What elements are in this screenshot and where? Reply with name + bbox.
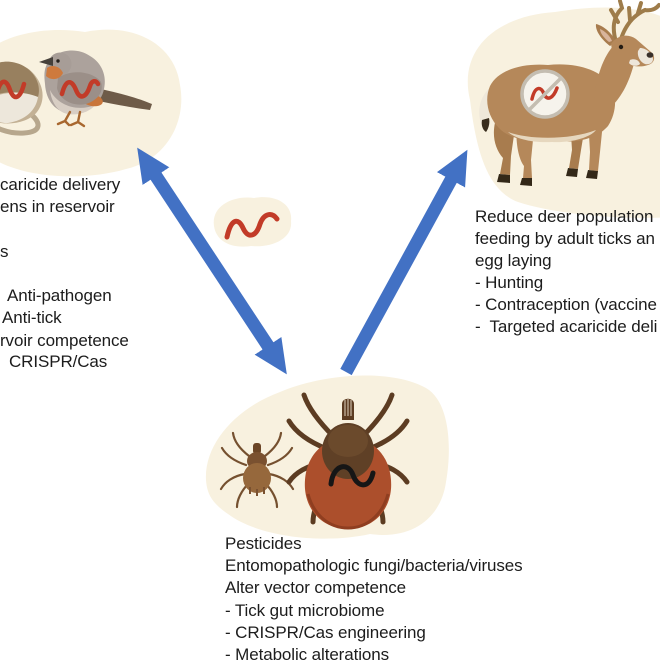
bird-legs <box>56 110 86 128</box>
bird-throat-patch <box>46 65 63 80</box>
reservoir-text-line: CRISPR/Cas <box>9 352 108 371</box>
tick-text-line: - CRISPR/Cas engineering <box>225 623 426 642</box>
bird-belly <box>50 90 95 115</box>
deer-tail-tip <box>481 118 490 132</box>
mouse-belly <box>0 92 38 124</box>
reservoir-text-line: s <box>0 242 9 261</box>
free-pathogen-squiggle-icon <box>224 212 280 240</box>
tick-text-line: Pesticides <box>225 534 302 553</box>
deer-hoof <box>520 178 532 186</box>
tick-adult-illustration <box>286 392 410 530</box>
deer-text-line: - Targeted acaricide deli <box>475 317 658 336</box>
deer-belly <box>508 130 596 143</box>
deer-antlers <box>609 0 660 44</box>
deer-hoof <box>566 168 578 177</box>
deer-hoof <box>586 170 598 179</box>
adult-tick-mouthparts <box>344 398 352 416</box>
reservoir-text-line: Anti-tick <box>2 308 62 327</box>
deer-text-line: - Contraception (vaccine <box>475 295 657 314</box>
deer-ear-inner <box>600 29 612 42</box>
pathogen-blob <box>213 197 292 247</box>
adult-tick-scutum-highlight <box>328 425 368 457</box>
deer-text-line: - Hunting <box>475 273 544 292</box>
deer-text-line: feeding by adult ticks an <box>475 229 655 248</box>
reservoir-text-line: rvoir competence <box>0 331 129 350</box>
mouse-illustration <box>0 61 43 136</box>
reservoir-text-line: ens in reservoir <box>0 197 115 216</box>
deer-illustration <box>479 0 660 186</box>
adult-tick-abdomen-rim <box>306 493 390 530</box>
bird-pathogen-squiggle-icon <box>59 79 101 99</box>
deer-text-line: egg laying <box>475 251 552 270</box>
reservoir-text-line: Anti-pathogen <box>7 286 112 305</box>
deer-text-line: Reduce deer population <box>475 207 654 226</box>
mouse-tail <box>0 109 41 136</box>
arrow-reservoir-tick <box>137 147 287 375</box>
deer-eye <box>618 44 624 50</box>
no-pathogen-sign-icon <box>520 69 570 119</box>
tick-text-line: Alter vector competence <box>225 578 407 597</box>
tick-nymph-illustration <box>219 431 295 509</box>
reservoir-text-line: caricide delivery <box>0 175 121 194</box>
bird-illustration <box>39 50 152 128</box>
tick-text-line: Entomopathologic fungi/bacteria/viruses <box>225 556 523 575</box>
bird-eye <box>56 59 60 63</box>
adult-tick-pathogen-squiggle-icon <box>328 464 376 488</box>
bird-tail <box>94 88 152 110</box>
deer-hoof <box>497 174 510 183</box>
tick-text-line: - Metabolic alterations <box>225 645 389 660</box>
nymph-stripes <box>249 487 265 496</box>
nymph-head <box>253 443 261 454</box>
deer-throat-patch <box>629 59 640 66</box>
deer-nose <box>646 52 654 58</box>
mouse-pathogen-squiggle-icon <box>0 79 27 100</box>
bird-beak <box>39 57 53 66</box>
nymph-abdomen <box>243 463 271 493</box>
nymph-legs <box>219 431 295 509</box>
sign-slash <box>527 76 563 112</box>
tick-text-line: - Tick gut microbiome <box>225 601 385 620</box>
deer-muzzle <box>637 48 653 65</box>
arrow-tick-deer <box>340 149 468 376</box>
